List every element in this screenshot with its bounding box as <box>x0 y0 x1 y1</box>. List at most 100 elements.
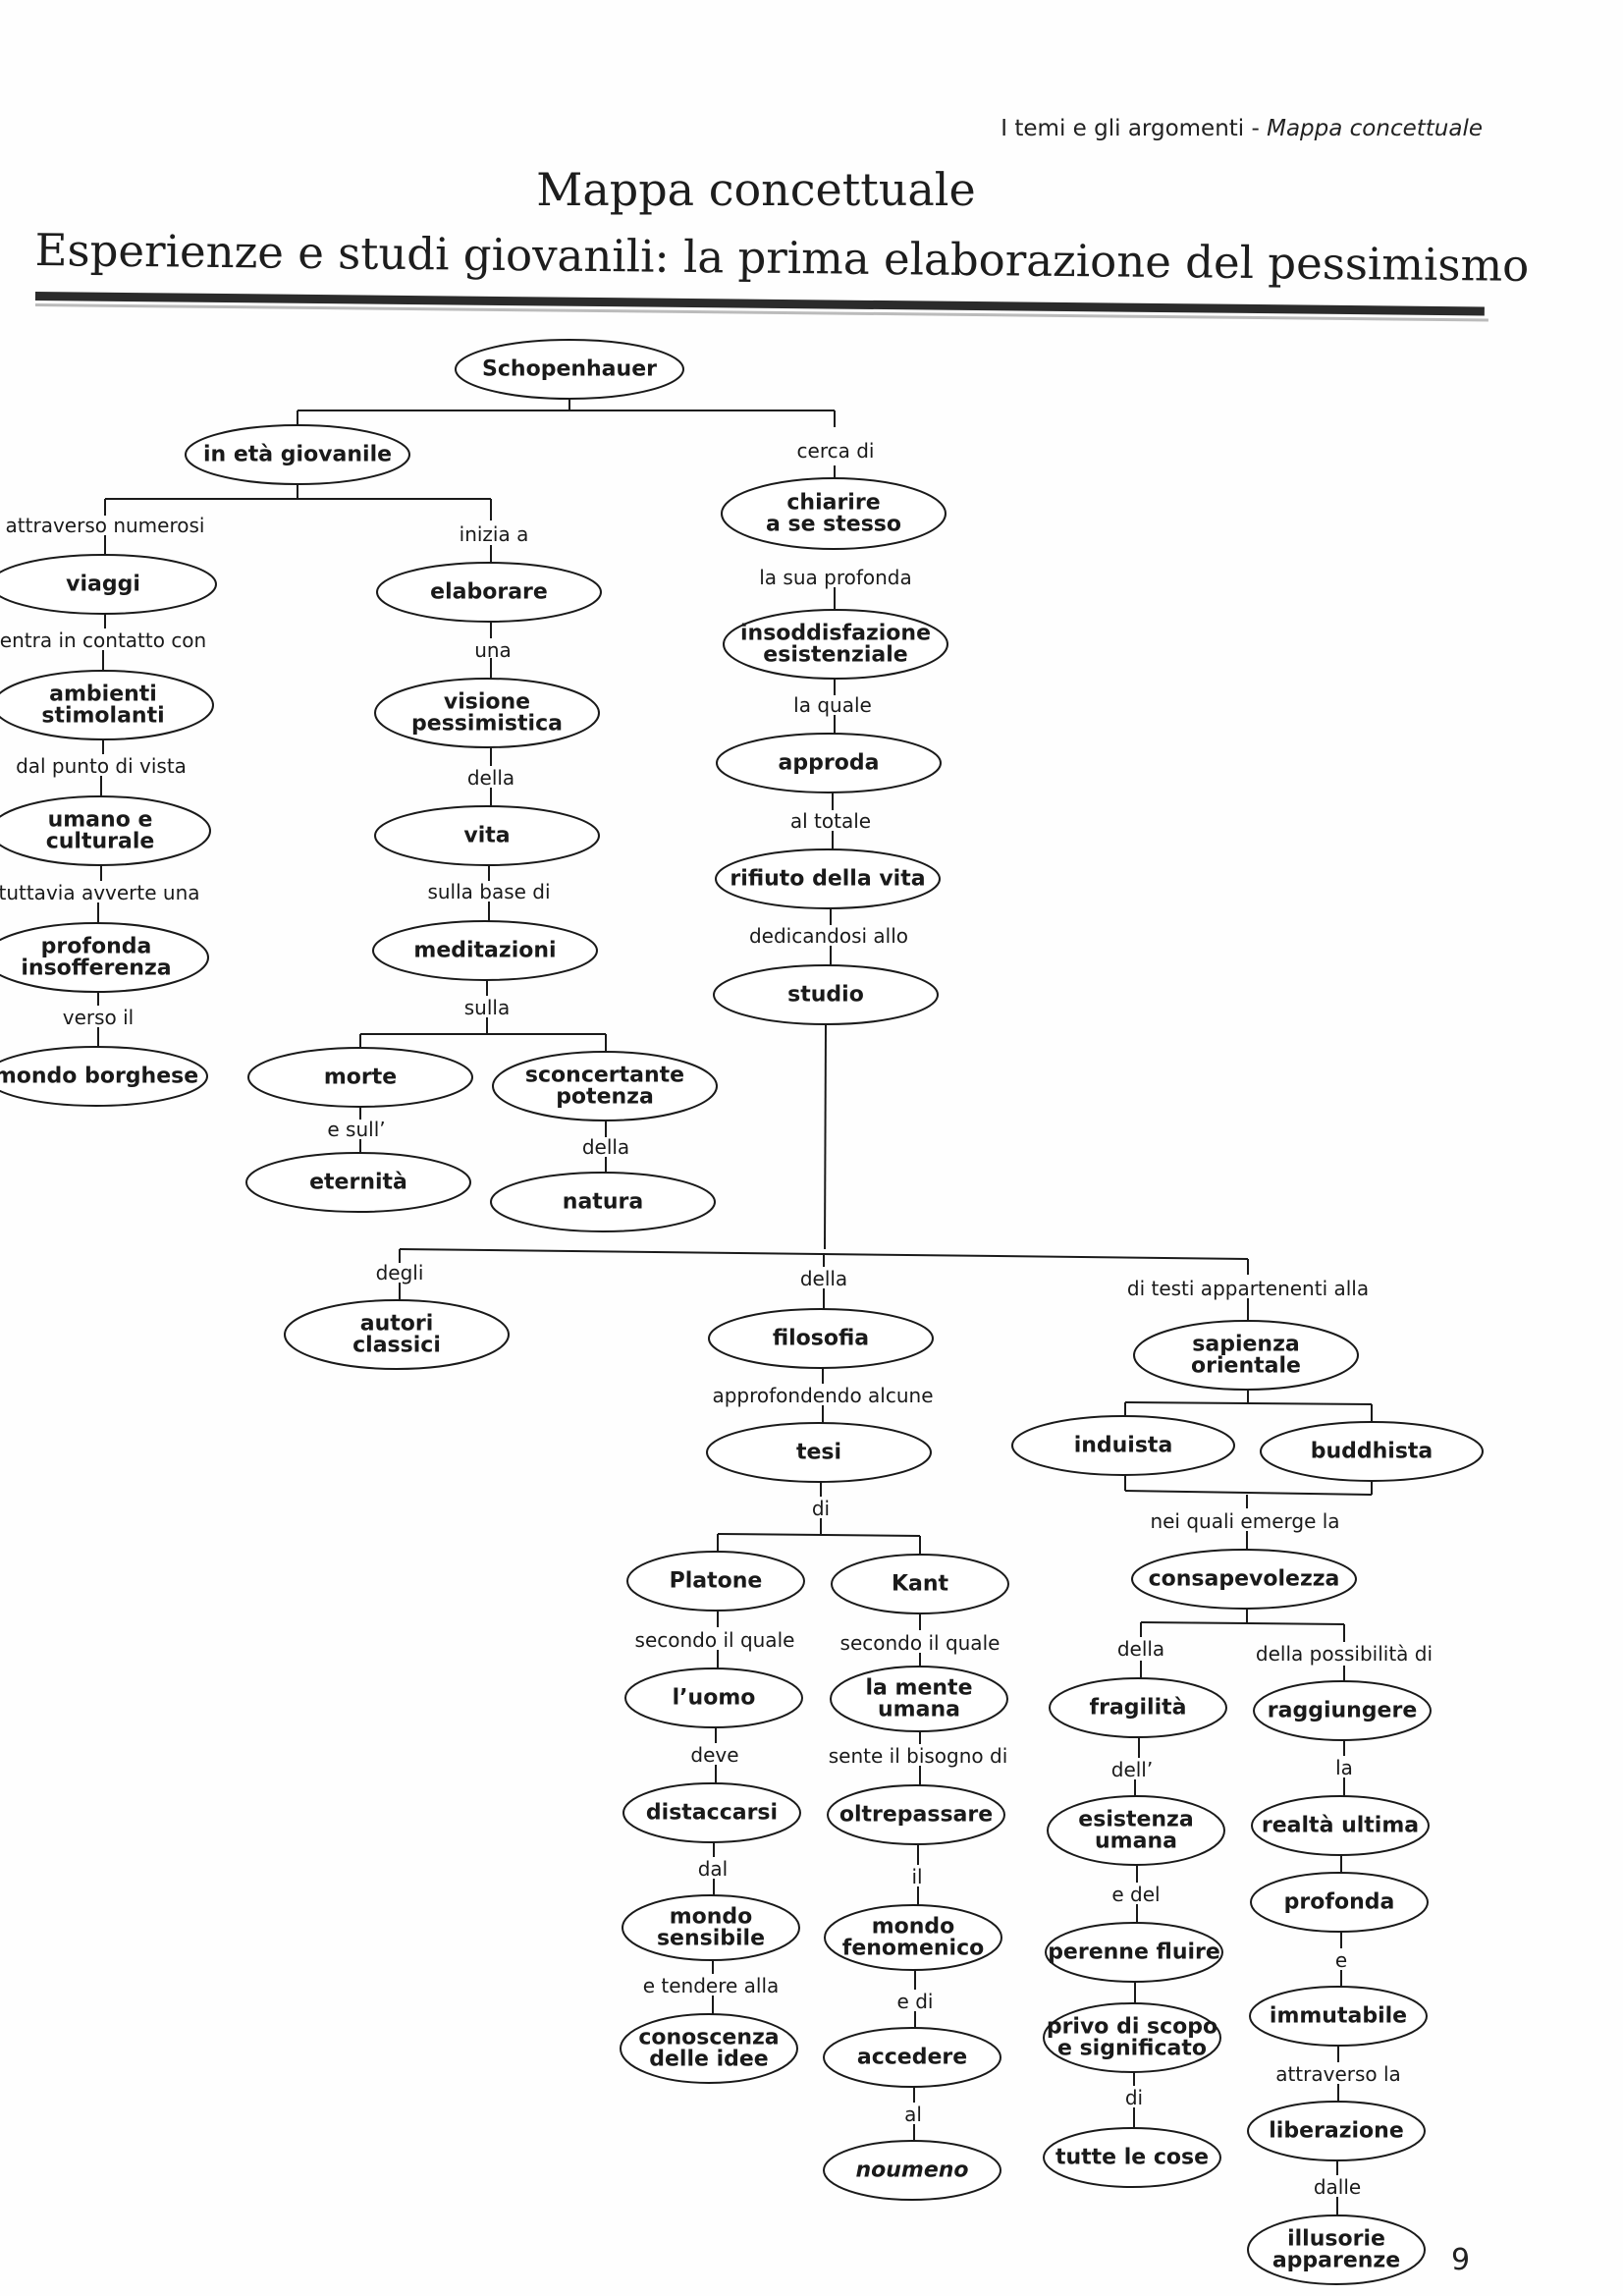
node-ellipse <box>284 1299 510 1370</box>
node-ellipse <box>1253 1680 1432 1741</box>
node-ellipse <box>831 1554 1009 1614</box>
node-uomo: l’uomo <box>624 1667 803 1728</box>
node-ellipse <box>0 922 209 993</box>
node-text: chiarire <box>786 491 880 516</box>
node-tutte: tutte le cose <box>1043 2127 1221 2188</box>
link-label-di1: di <box>812 1497 830 1520</box>
node-text: umana <box>1095 1830 1177 1854</box>
running-header: I temi e gli argomenti - Mappa concettua… <box>1001 116 1483 141</box>
node-text: mondo borghese <box>0 1065 198 1089</box>
node-text: liberazione <box>1269 2119 1404 2144</box>
node-text: classici <box>352 1334 441 1358</box>
node-ellipse <box>1133 1320 1359 1391</box>
node-text: mondo <box>670 1905 753 1930</box>
node-text: sensibile <box>657 1927 765 1951</box>
node-text: e significato <box>1057 2037 1207 2061</box>
node-distaccarsi: distaccarsi <box>622 1782 801 1843</box>
node-text: realtà ultima <box>1262 1814 1419 1838</box>
node-ellipse <box>622 1894 800 1961</box>
node-ellipse <box>247 1047 473 1108</box>
node-ellipse <box>1251 1795 1430 1856</box>
node-text: orientale <box>1191 1354 1301 1379</box>
node-ellipse <box>455 339 684 400</box>
node-ellipse <box>716 733 942 793</box>
node-morte: morte <box>247 1047 473 1108</box>
node-text: profonda <box>1284 1890 1395 1915</box>
node-text: pessimistica <box>411 712 563 737</box>
node-medit: meditazioni <box>372 920 598 981</box>
link-label-verso: verso il <box>63 1006 135 1029</box>
link-label-cerca: cerca di <box>797 439 875 463</box>
node-ellipse <box>376 562 602 623</box>
node-ellipse <box>1249 1986 1428 2047</box>
node-approda: approda <box>716 733 942 793</box>
page-title: Mappa concettuale <box>536 163 976 216</box>
link-label-secondo2: secondo il quale <box>840 1631 1001 1655</box>
node-ellipse <box>1247 2101 1426 2161</box>
node-ellipse <box>492 1051 718 1121</box>
node-ellipse <box>715 848 941 909</box>
node-ellipse <box>1045 1922 1223 1983</box>
node-studio: studio <box>713 964 939 1025</box>
node-text: esistenziale <box>763 643 907 668</box>
node-ellipse <box>374 678 600 748</box>
node-natura: natura <box>490 1172 716 1232</box>
node-ellipse <box>1250 1872 1429 1933</box>
link-label-dedicandosi: dedicandosi allo <box>749 924 908 948</box>
link-label-dal: dal <box>698 1857 729 1881</box>
link-label-attraverso: attraverso numerosi <box>6 514 205 537</box>
link-label-tuttavia: tuttavia avverte una <box>0 881 200 904</box>
node-text: insofferenza <box>21 957 171 981</box>
node-giov: in età giovanile <box>185 424 410 485</box>
node-ellipse <box>723 609 948 680</box>
node-text: oltrepassare <box>839 1803 993 1828</box>
node-text: insoddisfazione <box>740 622 931 646</box>
node-accedere: accedere <box>823 2027 1001 2088</box>
link-label-una: una <box>474 638 512 662</box>
node-text: sconcertante <box>525 1064 684 1088</box>
node-ellipse <box>0 1046 208 1107</box>
node-text: raggiungere <box>1268 1699 1418 1723</box>
node-vita: vita <box>374 805 600 866</box>
connector-line <box>1140 1621 1345 1625</box>
node-text: esistenza <box>1078 1808 1193 1832</box>
link-label-della3: della <box>800 1267 847 1290</box>
node-text: privo di scopo <box>1047 2015 1217 2040</box>
node-schop: Schopenhauer <box>455 339 684 400</box>
node-text: consapevolezza <box>1149 1567 1340 1592</box>
link-label-laquale: la quale <box>793 693 872 717</box>
node-text: noumeno <box>855 2159 968 2183</box>
connector-line <box>1124 1490 1373 1496</box>
node-ellipse <box>0 795 211 866</box>
link-label-della4: della <box>1117 1637 1164 1661</box>
node-consap: consapevolezza <box>1131 1549 1357 1610</box>
node-text: tesi <box>796 1441 841 1465</box>
link-label-inizia: inizia a <box>460 522 529 546</box>
page-number: 9 <box>1451 2243 1471 2277</box>
node-ellipse <box>827 1784 1005 1845</box>
link-label-degli: degli <box>376 1261 424 1285</box>
link-label-secondo1: secondo il quale <box>635 1628 795 1652</box>
node-ellipse <box>721 477 947 550</box>
node-tesi: tesi <box>706 1422 932 1483</box>
node-text: distaccarsi <box>646 1801 778 1826</box>
node-text: umano e <box>48 808 153 833</box>
link-label-edel: e del <box>1111 1883 1160 1906</box>
node-induista: induista <box>1011 1415 1235 1476</box>
node-profonda: profonda <box>1250 1872 1429 1933</box>
node-text: viaggi <box>66 573 140 597</box>
node-ellipse <box>0 554 217 615</box>
node-text: eternità <box>309 1171 407 1195</box>
node-noumeno: noumeno <box>823 2140 1001 2201</box>
node-buddhista: buddhista <box>1260 1421 1484 1482</box>
node-text: rifiuto della vita <box>730 867 925 892</box>
